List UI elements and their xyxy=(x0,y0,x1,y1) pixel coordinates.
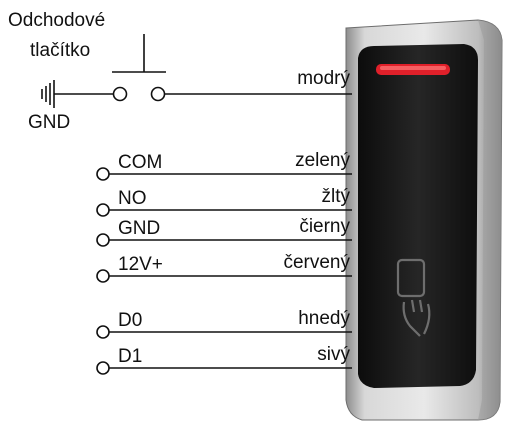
wire-color: hnedý xyxy=(298,308,350,329)
terminal-row: D0 hnedý xyxy=(96,308,352,339)
blue-wire-label: modrý xyxy=(297,68,350,89)
terminal-name: COM xyxy=(118,152,162,173)
wire-color: čierny xyxy=(299,216,350,237)
ground-label: GND xyxy=(28,112,70,133)
wire-color: žltý xyxy=(322,186,351,207)
button-label-line2: tlačítko xyxy=(30,40,90,61)
terminal-row: GND čierny xyxy=(96,216,352,247)
terminal-row: D1 sivý xyxy=(96,344,352,375)
terminal-name: NO xyxy=(118,188,147,209)
ground-symbol-icon xyxy=(41,80,55,108)
terminal-name: D1 xyxy=(118,346,142,367)
terminal-name: GND xyxy=(118,218,160,239)
wire-color: červený xyxy=(283,252,350,273)
wire-color: sivý xyxy=(317,344,350,365)
terminal-name: D0 xyxy=(118,310,142,331)
button-contact-right xyxy=(150,86,166,102)
button-label-line1: Odchodové xyxy=(8,10,105,31)
rfid-card-hand-icon xyxy=(396,258,431,337)
terminal-name: 12V+ xyxy=(118,254,163,275)
card-reader-device xyxy=(345,19,503,421)
button-contact-left xyxy=(112,86,128,102)
terminal-row: COM zelený xyxy=(96,150,352,181)
reader-front-panel xyxy=(358,44,478,388)
terminal-row: 12V+ červený xyxy=(96,252,352,283)
terminal-list: COM zelený NO žltý GND čierny 12V+ červe… xyxy=(96,150,352,375)
exit-button-section: Odchodové tlačítko GND modrý xyxy=(8,10,352,133)
wire-color: zelený xyxy=(295,150,350,171)
terminal-row: NO žltý xyxy=(96,186,352,217)
